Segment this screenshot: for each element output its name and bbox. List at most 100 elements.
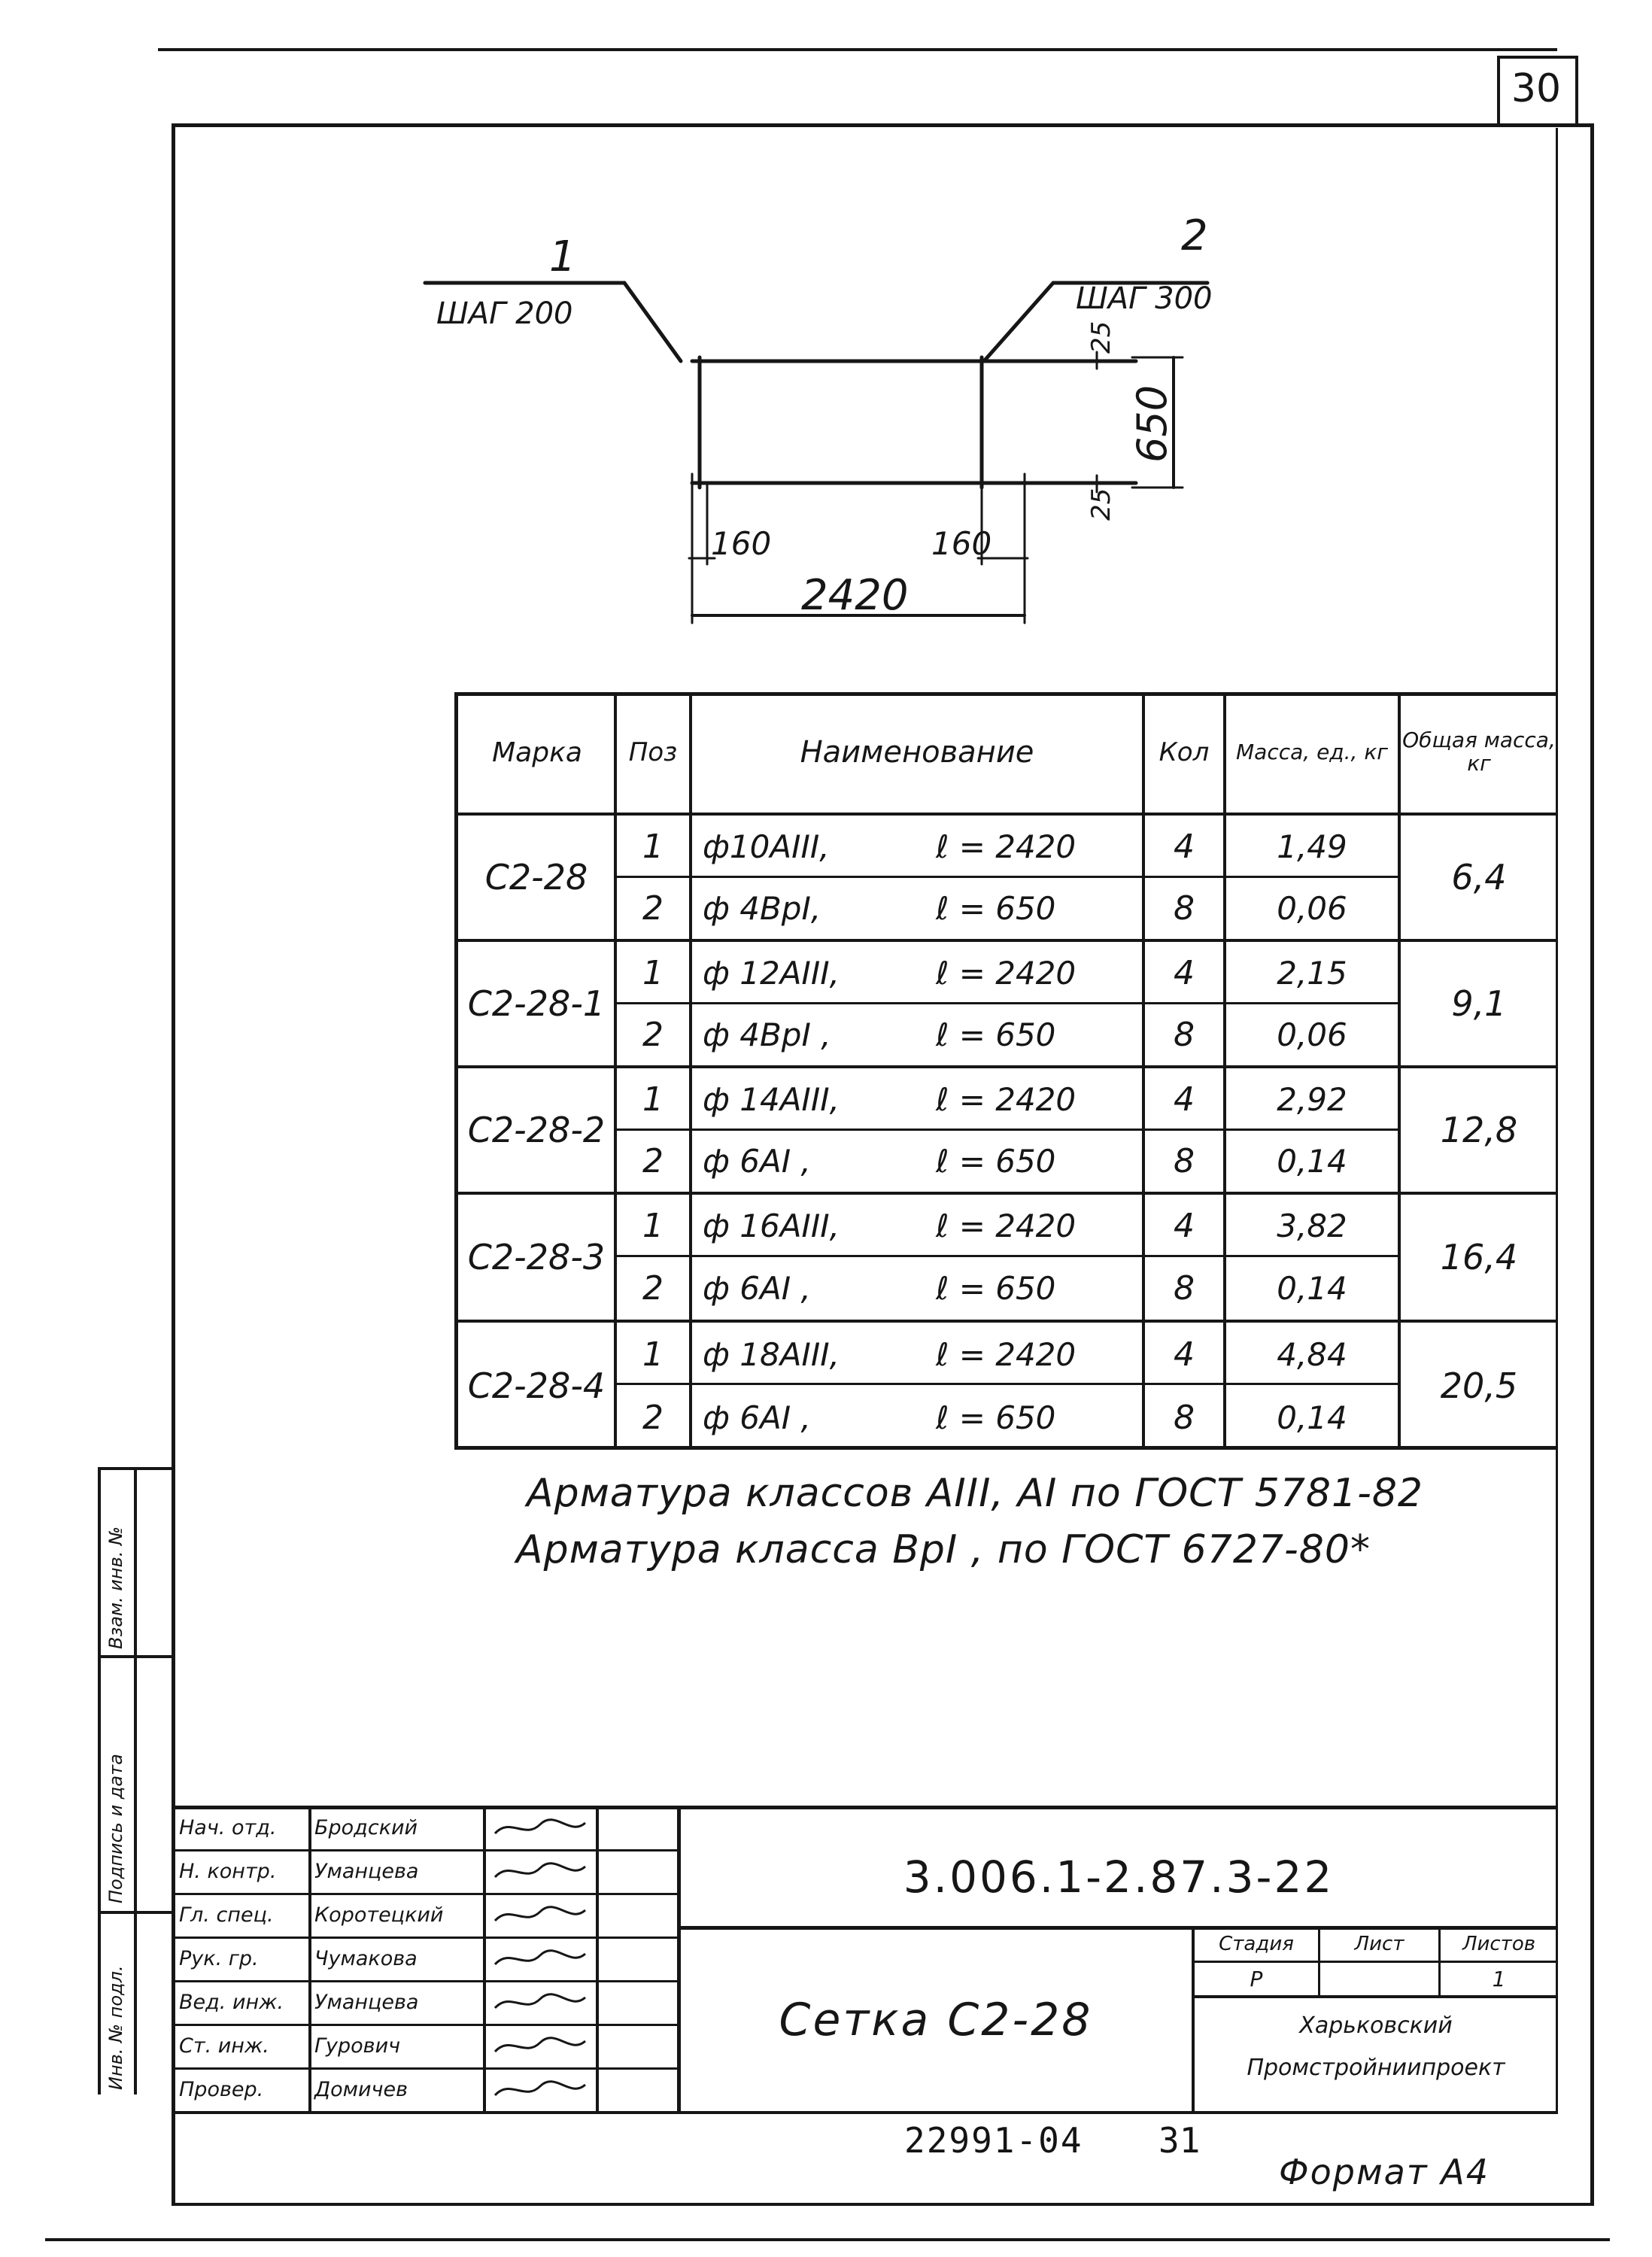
handwritten-signature — [493, 1949, 587, 1966]
table-total-mass-cell: 12,8 — [1440, 1110, 1518, 1150]
table-unit-mass-cell: 1,49 — [1277, 828, 1347, 865]
page-bottom-line — [45, 2238, 1610, 2241]
note-rebar-class-vr: Арматура класса ВрI , по ГОСТ 6727-80* — [516, 1527, 1371, 1572]
table-qty-cell: 8 — [1174, 1141, 1195, 1180]
side-label-signature-date: Подпись и дата — [105, 1754, 126, 1903]
dim-bottom-cover: 25 — [1086, 488, 1116, 521]
header-name: Наименование — [800, 735, 1034, 770]
signatory-name: Уманцева — [314, 1859, 419, 1883]
doc-code: 3.006.1-2.87.3-22 — [903, 1851, 1335, 1903]
handwritten-signature — [493, 1818, 587, 1835]
table-length-cell: ℓ = 2420 — [936, 1335, 1077, 1373]
table-length-cell: ℓ = 2420 — [936, 1207, 1077, 1244]
side-label-original-inv: Инв. № подл. — [105, 1965, 126, 2090]
header-qty: Кол — [1159, 737, 1210, 767]
archive-number: 22991-04 — [904, 2120, 1083, 2161]
signatory-row-divider — [175, 2067, 679, 2070]
table-length-cell: ℓ = 2420 — [936, 954, 1077, 992]
handwritten-signature — [493, 1993, 587, 2009]
table-length-cell: ℓ = 2420 — [936, 828, 1077, 865]
frame-right-inner — [1556, 128, 1558, 2114]
table-qty-cell: 8 — [1174, 1015, 1195, 1054]
signatory-role: Гл. спец. — [179, 1903, 274, 1927]
signatory-row-divider — [175, 1980, 679, 1982]
top-cut-line — [158, 48, 1557, 51]
sheet-value — [1320, 1962, 1438, 1995]
signatory-role: Н. контр. — [179, 1859, 277, 1883]
table-mark-cell: С2-28 — [484, 857, 588, 898]
table-pos-cell: 2 — [642, 1269, 664, 1308]
frame-bottom — [172, 2203, 1594, 2206]
table-mark-cell: С2-28-1 — [467, 983, 606, 1024]
corner-number-box — [1497, 56, 1578, 125]
table-length-cell: ℓ = 650 — [936, 889, 1056, 927]
table-unit-mass-cell: 0,14 — [1277, 1142, 1347, 1180]
table-unit-mass-cell: 4,84 — [1277, 1335, 1347, 1373]
table-pos-cell: 2 — [642, 889, 664, 928]
table-mark-cell: С2-28-3 — [467, 1237, 606, 1277]
table-total-mass-cell: 6,4 — [1451, 857, 1507, 898]
leader-pos2 — [982, 281, 1210, 363]
table-bar-cell: ф 6АI , — [703, 1270, 811, 1307]
handwritten-signature — [493, 2037, 587, 2053]
table-bar-cell: ф 18АIII, — [703, 1335, 840, 1373]
table-total-mass-cell: 9,1 — [1451, 983, 1507, 1024]
table-bar-cell: ф 14АIII, — [703, 1080, 840, 1118]
dim-top-cover: 25 — [1086, 321, 1116, 354]
signatory-name: Гурович — [314, 2034, 401, 2058]
signatory-row-divider — [175, 2024, 679, 2026]
side-strip-div2 — [98, 1911, 175, 1914]
table-qty-cell: 4 — [1174, 953, 1195, 992]
handwritten-signature — [493, 2080, 587, 2097]
sheets-value: 1 — [1492, 1966, 1506, 1991]
table-bar-cell: ф 16АIII, — [703, 1207, 840, 1244]
table-pos-cell: 2 — [642, 1141, 664, 1180]
mesh-drawing: 1 ШАГ 200 2 ШАГ 300 25 650 25 160 160 24… — [423, 211, 1212, 624]
table-pos-cell: 2 — [642, 1015, 664, 1054]
signatory-name: Бродский — [314, 1815, 418, 1839]
table-unit-mass-cell: 0,06 — [1277, 889, 1347, 927]
side-strip-div1 — [98, 1655, 175, 1658]
header-mark: Марка — [492, 737, 582, 768]
table-total-mass-cell: 16,4 — [1440, 1237, 1518, 1277]
organization-line2: Промстройниипроект — [1247, 2054, 1505, 2081]
footer-page-number: 31 — [1159, 2120, 1201, 2161]
frame-right — [1590, 123, 1594, 2206]
signatory-row-divider — [175, 1849, 679, 1851]
pos2-step: ШАГ 300 — [1076, 281, 1212, 316]
stage-label: Стадия — [1219, 1933, 1294, 1955]
organization-line1: Харьковский — [1299, 2012, 1453, 2039]
table-pos-cell: 1 — [642, 827, 664, 866]
signatory-role: Рук. гр. — [179, 1946, 259, 1970]
table-qty-cell: 4 — [1174, 1207, 1195, 1245]
table-bar-cell: ф 6АI , — [703, 1142, 811, 1180]
signatory-name: Уманцева — [314, 1990, 419, 2014]
handwritten-signature — [493, 1862, 587, 1879]
table-total-mass-cell: 20,5 — [1440, 1365, 1518, 1406]
table-unit-mass-cell: 0,14 — [1277, 1270, 1347, 1307]
drawing-title: Сетка С2-28 — [779, 1994, 1093, 2046]
table-bar-cell: ф10АIII, — [703, 828, 830, 865]
table-bar-cell: ф 4ВрI, — [703, 889, 821, 927]
frame-left — [172, 123, 175, 2206]
dim-right-overhang: 160 — [931, 525, 992, 562]
signatory-row-divider — [175, 1937, 679, 1939]
signatory-name: Чумакова — [314, 1946, 418, 1970]
handwritten-signature — [493, 1906, 587, 1922]
dim-left-overhang: 160 — [711, 525, 771, 562]
table-mark-cell: С2-28-4 — [467, 1365, 606, 1406]
table-pos-cell: 1 — [642, 1335, 664, 1374]
dim-height: 650 — [1128, 385, 1176, 463]
table-length-cell: ℓ = 650 — [936, 1399, 1056, 1436]
dim-length: 2420 — [801, 571, 909, 620]
table-pos-cell: 1 — [642, 1080, 664, 1119]
table-bar-cell: ф 12АIII, — [703, 954, 840, 992]
signatory-role: Вед. инж. — [179, 1990, 284, 2014]
table-qty-cell: 8 — [1174, 889, 1195, 928]
table-qty-cell: 4 — [1174, 1335, 1195, 1374]
spec-table: Марка Поз Наименование Кол Масса, ед., к… — [454, 692, 1557, 1450]
header-unit-mass: Масса, ед., кг — [1236, 739, 1388, 764]
table-bar-cell: ф 4ВрI , — [703, 1016, 831, 1053]
table-qty-cell: 8 — [1174, 1398, 1195, 1437]
